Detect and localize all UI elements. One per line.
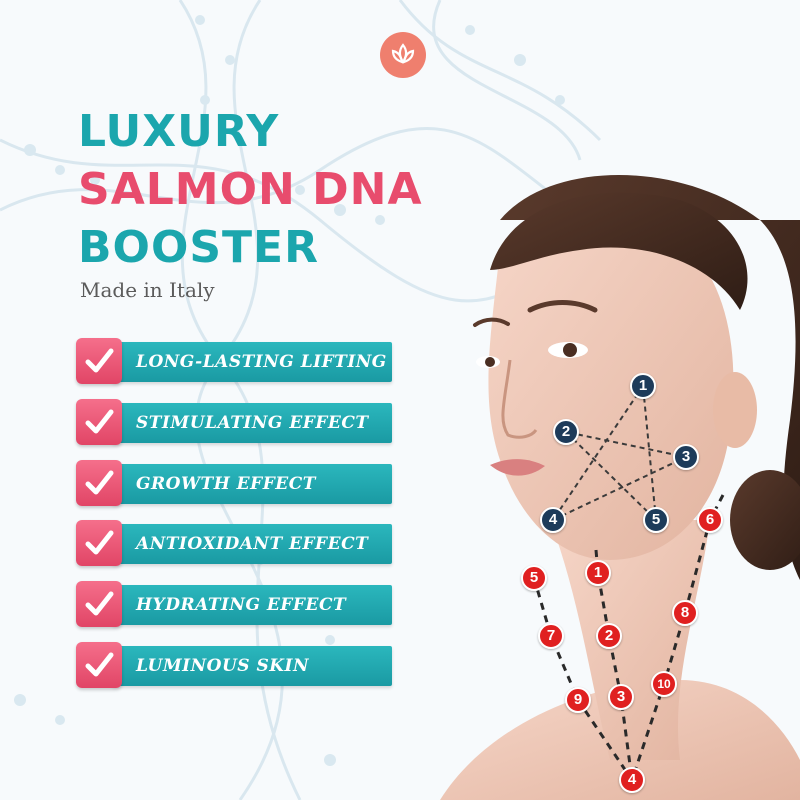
origin-subtitle: Made in Italy	[80, 278, 215, 302]
neck-point-marker: 7	[538, 623, 564, 649]
benefit-label: ANTIOXIDANT EFFECT	[136, 534, 369, 555]
benefit-item: ANTIOXIDANT EFFECT	[76, 520, 396, 567]
benefit-item: LONG-LASTING LIFTING	[76, 338, 396, 384]
checkmark-badge	[76, 398, 122, 445]
benefit-label: LUMINOUS SKIN	[136, 655, 310, 676]
benefit-item: STIMULATING EFFECT	[76, 398, 396, 445]
neck-point-marker: 6	[697, 507, 723, 533]
benefit-item: GROWTH EFFECT	[76, 459, 396, 506]
brand-logo	[380, 32, 426, 78]
benefit-bar: HYDRATING EFFECT	[112, 585, 392, 626]
face-point-marker: 5	[643, 507, 669, 533]
checkmark-icon	[85, 591, 114, 616]
checkmark-badge	[76, 459, 122, 506]
checkmark-badge	[76, 520, 122, 567]
benefit-bar: GROWTH EFFECT	[112, 463, 392, 504]
checkmark-badge	[76, 581, 122, 628]
checkmark-icon	[85, 652, 114, 677]
woman-portrait-illustration	[440, 175, 800, 800]
benefit-label: STIMULATING EFFECT	[136, 412, 369, 433]
benefit-bar: LUMINOUS SKIN	[112, 645, 392, 686]
neck-point-marker: 4	[619, 767, 645, 793]
benefit-bar: ANTIOXIDANT EFFECT	[112, 524, 392, 565]
neck-point-marker: 5	[521, 565, 547, 591]
benefit-label: HYDRATING EFFECT	[136, 595, 347, 616]
benefit-bar: STIMULATING EFFECT	[112, 402, 392, 443]
checkmark-icon	[85, 530, 114, 555]
lotus-icon	[391, 43, 415, 64]
checkmark-icon	[85, 470, 114, 495]
neck-point-marker: 2	[596, 623, 622, 649]
neck-point-marker: 3	[608, 684, 634, 710]
checkmark-icon	[85, 348, 114, 373]
neck-point-marker: 8	[672, 600, 698, 626]
face-point-marker: 4	[540, 507, 566, 533]
headline-line-1: LUXURY	[78, 106, 280, 157]
face-point-marker: 2	[553, 419, 579, 445]
neck-point-marker: 9	[565, 687, 591, 713]
checkmark-badge	[76, 338, 122, 384]
benefit-bar: LONG-LASTING LIFTING	[112, 342, 392, 382]
face-point-marker: 3	[673, 444, 699, 470]
headline-line-3: BOOSTER	[78, 222, 319, 273]
checkmark-icon	[85, 409, 114, 434]
benefits-list: LONG-LASTING LIFTING STIMULATING EFFECT …	[76, 338, 396, 703]
face-point-marker: 1	[630, 373, 656, 399]
benefit-label: LONG-LASTING LIFTING	[136, 352, 387, 372]
benefit-item: HYDRATING EFFECT	[76, 581, 396, 628]
benefit-label: GROWTH EFFECT	[136, 473, 316, 494]
neck-point-marker: 1	[585, 560, 611, 586]
headline-line-2: SALMON DNA	[78, 164, 423, 215]
neck-point-marker: 10	[651, 671, 677, 697]
benefit-item: LUMINOUS SKIN	[76, 641, 396, 688]
checkmark-badge	[76, 641, 122, 688]
